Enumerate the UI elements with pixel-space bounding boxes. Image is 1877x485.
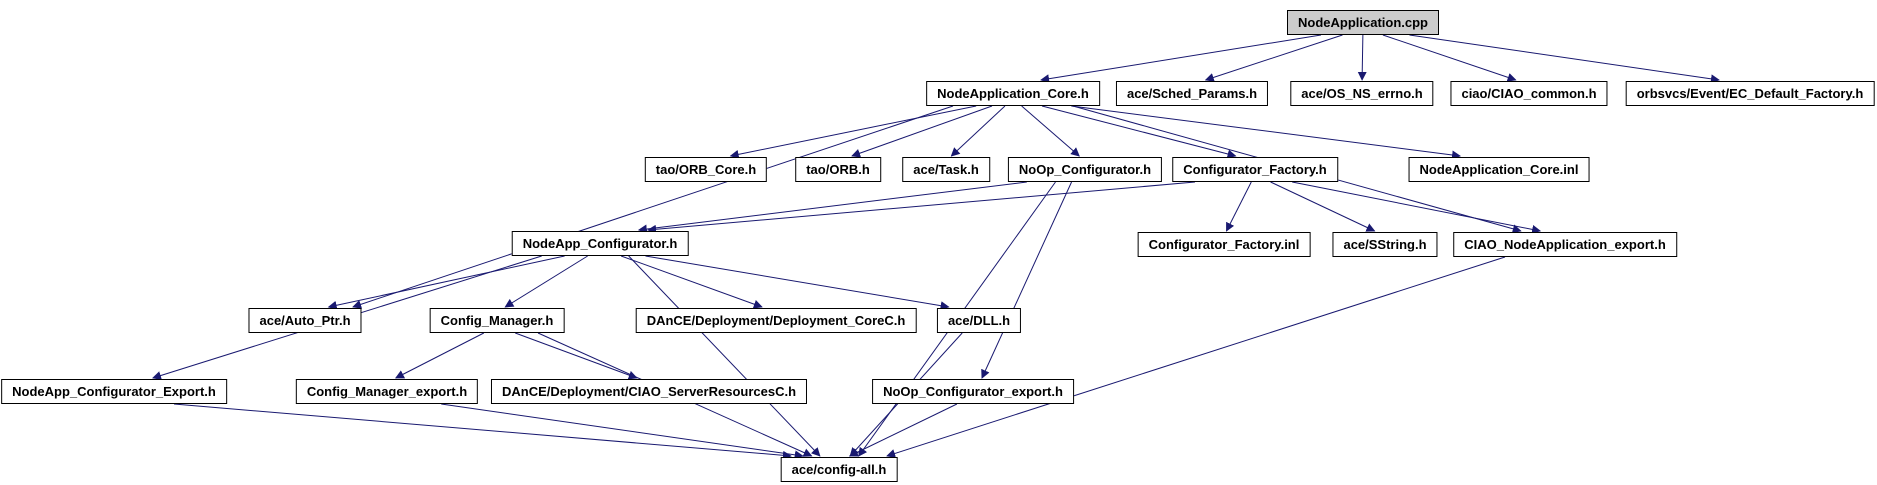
graph-node-app_cpp[interactable]: NodeApplication.cpp xyxy=(1287,10,1439,35)
edge-app_cpp-to-errno xyxy=(1357,34,1367,81)
graph-node-na_cfg_export[interactable]: NodeApp_Configurator_Export.h xyxy=(1,379,227,404)
graph-node-server_resc[interactable]: DAnCE/Deployment/CIAO_ServerResourcesC.h xyxy=(490,379,808,404)
edge-na_cfg-to-cfg_mgr xyxy=(504,255,588,308)
edge-na_cfg-to-auto_ptr xyxy=(327,255,565,310)
edge-core_h-to-noop xyxy=(1021,105,1080,157)
edge-noop-to-noop_export xyxy=(981,181,1073,379)
graph-node-cfg_factory_inl[interactable]: Configurator_Factory.inl xyxy=(1137,232,1311,257)
edge-core_h-to-core_inl xyxy=(1071,105,1462,160)
graph-node-depl_corec[interactable]: DAnCE/Deployment/Deployment_CoreC.h xyxy=(635,308,917,333)
edge-app_cpp-to-ec_factory xyxy=(1409,34,1720,84)
edge-core_h-to-cfg_factory xyxy=(1041,105,1237,159)
graph-node-sstring[interactable]: ace/SString.h xyxy=(1332,232,1438,257)
graph-node-core_inl[interactable]: NodeApplication_Core.inl xyxy=(1408,157,1590,182)
graph-node-sched[interactable]: ace/Sched_Params.h xyxy=(1115,81,1269,106)
graph-node-core_h[interactable]: NodeApplication_Core.h xyxy=(926,81,1100,106)
edge-cfg_factory-to-na_cfg xyxy=(647,181,1196,234)
graph-node-noop_export[interactable]: NoOp_Configurator_export.h xyxy=(872,379,1074,404)
graph-node-cfg_mgr[interactable]: Config_Manager.h xyxy=(429,308,565,333)
graph-node-orb[interactable]: tao/ORB.h xyxy=(795,157,881,182)
graph-node-errno[interactable]: ace/OS_NS_errno.h xyxy=(1290,81,1434,106)
edge-app_cpp-to-sched xyxy=(1204,34,1343,82)
graph-node-task[interactable]: ace/Task.h xyxy=(902,157,990,182)
edge-app_cpp-to-ciao_common xyxy=(1382,34,1517,82)
edge-noop-to-na_cfg xyxy=(637,181,1027,234)
edge-app_cpp-to-core_h xyxy=(1040,34,1322,84)
graph-node-noop[interactable]: NoOp_Configurator.h xyxy=(1007,157,1163,182)
edge-na_cfg_export-to-config_all xyxy=(173,403,792,460)
graph-node-cfg_mgr_export[interactable]: Config_Manager_export.h xyxy=(295,379,479,404)
edge-noop_export-to-config_all xyxy=(848,403,958,457)
edge-ciao_na_export-to-config_all xyxy=(886,256,1506,458)
graph-node-na_cfg[interactable]: NodeApp_Configurator.h xyxy=(511,231,689,256)
graph-node-orb_core[interactable]: tao/ORB_Core.h xyxy=(644,157,768,182)
edge-cfg_factory-to-sstring xyxy=(1270,181,1376,232)
edge-core_h-to-auto_ptr xyxy=(352,105,954,309)
edge-na_cfg-to-config_all xyxy=(628,255,821,457)
edge-cfg_factory-to-cfg_factory_inl xyxy=(1226,181,1252,232)
edge-cfg_mgr-to-cfg_mgr_export xyxy=(394,332,485,379)
graph-node-auto_ptr[interactable]: ace/Auto_Ptr.h xyxy=(248,308,362,333)
graph-node-ec_factory[interactable]: orbsvcs/Event/EC_Default_Factory.h xyxy=(1625,81,1875,106)
graph-node-cfg_factory[interactable]: Configurator_Factory.h xyxy=(1172,157,1338,182)
edge-cfg_mgr_export-to-config_all xyxy=(441,403,804,460)
edge-na_cfg-to-depl_corec xyxy=(620,255,763,309)
edge-cfg_mgr-to-server_resc xyxy=(515,332,638,380)
edge-core_h-to-orb_core xyxy=(729,105,977,159)
graph-node-dll[interactable]: ace/DLL.h xyxy=(936,308,1022,333)
graph-node-ciao_na_export[interactable]: CIAO_NodeApplication_export.h xyxy=(1453,232,1677,257)
graph-node-config_all[interactable]: ace/config-all.h xyxy=(780,457,898,482)
edge-cfg_factory-to-ciao_na_export xyxy=(1292,181,1542,234)
edge-core_h-to-orb xyxy=(851,105,993,158)
graph-node-ciao_common[interactable]: ciao/CIAO_common.h xyxy=(1450,81,1608,106)
edge-na_cfg-to-dll xyxy=(645,255,950,311)
edge-core_h-to-task xyxy=(950,105,1006,157)
